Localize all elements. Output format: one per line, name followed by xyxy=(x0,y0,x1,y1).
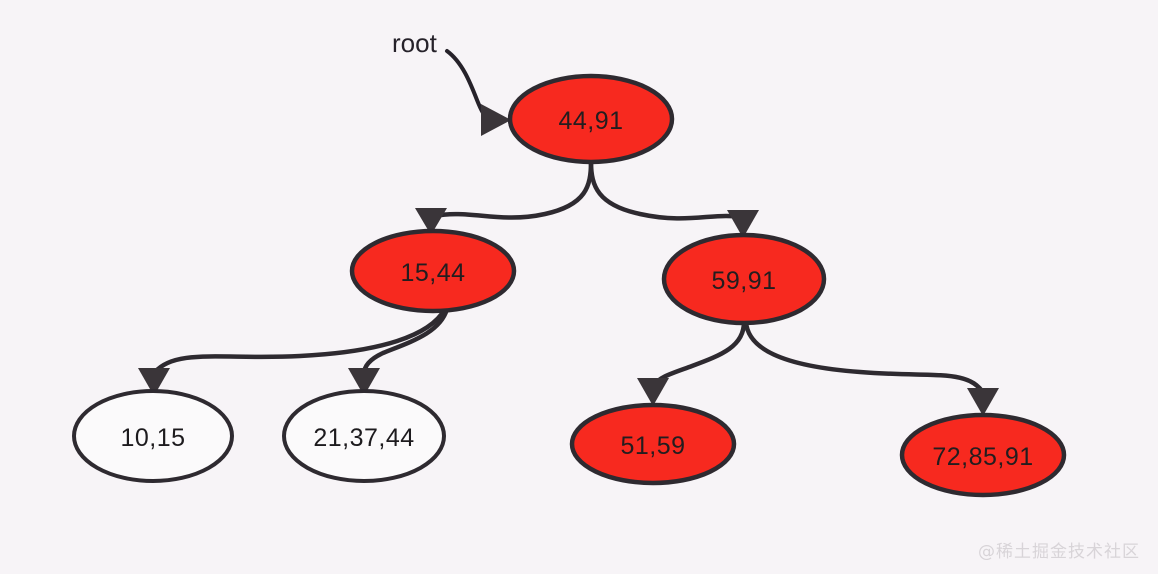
node-72-85-91[interactable]: 72,85,91 xyxy=(899,412,1067,498)
arrowhead-root-pointer xyxy=(481,104,511,136)
node-15-44-shape[interactable] xyxy=(349,228,517,314)
node-59-91[interactable]: 59,91 xyxy=(661,232,827,326)
node-10-15-label: 10,15 xyxy=(120,424,185,452)
node-51-59[interactable]: 51,59 xyxy=(569,402,737,486)
node-59-91-shape[interactable] xyxy=(661,232,827,326)
node-group: 44,91 15,44 59,91 10,15 21,37,44 51,59 xyxy=(72,73,1067,498)
node-51-59-shape[interactable] xyxy=(569,402,737,486)
node-72-85-91-label: 72,85,91 xyxy=(932,443,1033,471)
arrowhead-to-72-85-91 xyxy=(967,388,999,416)
node-21-37-44-shape[interactable] xyxy=(282,389,446,483)
node-44-91-shape[interactable] xyxy=(507,73,675,165)
node-59-91-label: 59,91 xyxy=(711,267,776,295)
node-44-91-label: 44,91 xyxy=(558,107,623,135)
arrowhead-to-21-37-44 xyxy=(348,368,380,396)
edge-group xyxy=(138,159,999,416)
edge-15-44-to-10-15 xyxy=(152,306,448,375)
arrowhead-to-51-59 xyxy=(637,378,669,406)
edge-44-91-to-59-91 xyxy=(588,159,748,221)
node-15-44-label: 15,44 xyxy=(400,259,465,287)
edge-59-91-to-51-59 xyxy=(651,319,747,389)
arrowhead-to-59-91 xyxy=(727,210,759,238)
edge-59-91-to-72-85-91 xyxy=(743,319,987,397)
root-annotation: root xyxy=(392,28,511,136)
arrowhead-to-10-15 xyxy=(138,368,170,396)
node-10-15-shape[interactable] xyxy=(72,389,234,483)
node-44-91[interactable]: 44,91 xyxy=(507,73,675,165)
root-label: root xyxy=(392,28,438,58)
node-10-15[interactable]: 10,15 xyxy=(72,389,234,483)
node-21-37-44-label: 21,37,44 xyxy=(313,424,414,452)
node-15-44[interactable]: 15,44 xyxy=(349,228,517,314)
watermark: @稀土掘金技术社区 xyxy=(978,542,1140,562)
node-51-59-label: 51,59 xyxy=(620,432,685,460)
node-72-85-91-shape[interactable] xyxy=(899,412,1067,498)
edge-15-44-to-21-37-44 xyxy=(361,306,450,377)
edge-44-91-to-15-44 xyxy=(431,159,594,220)
arrowhead-to-15-44 xyxy=(415,208,447,235)
node-21-37-44[interactable]: 21,37,44 xyxy=(282,389,446,483)
